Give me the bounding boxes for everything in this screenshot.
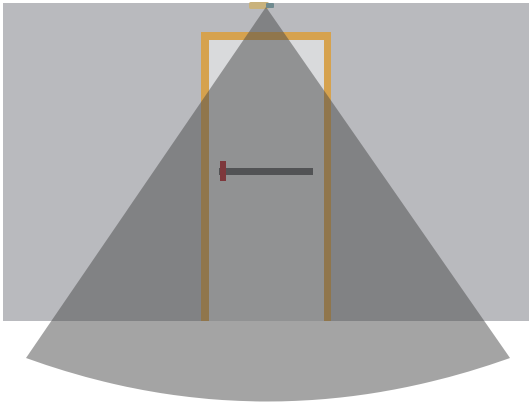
sensor-body [249, 2, 269, 9]
sensor-lens [266, 3, 274, 8]
sensor-icon [249, 2, 274, 9]
detection-beam [26, 7, 510, 402]
